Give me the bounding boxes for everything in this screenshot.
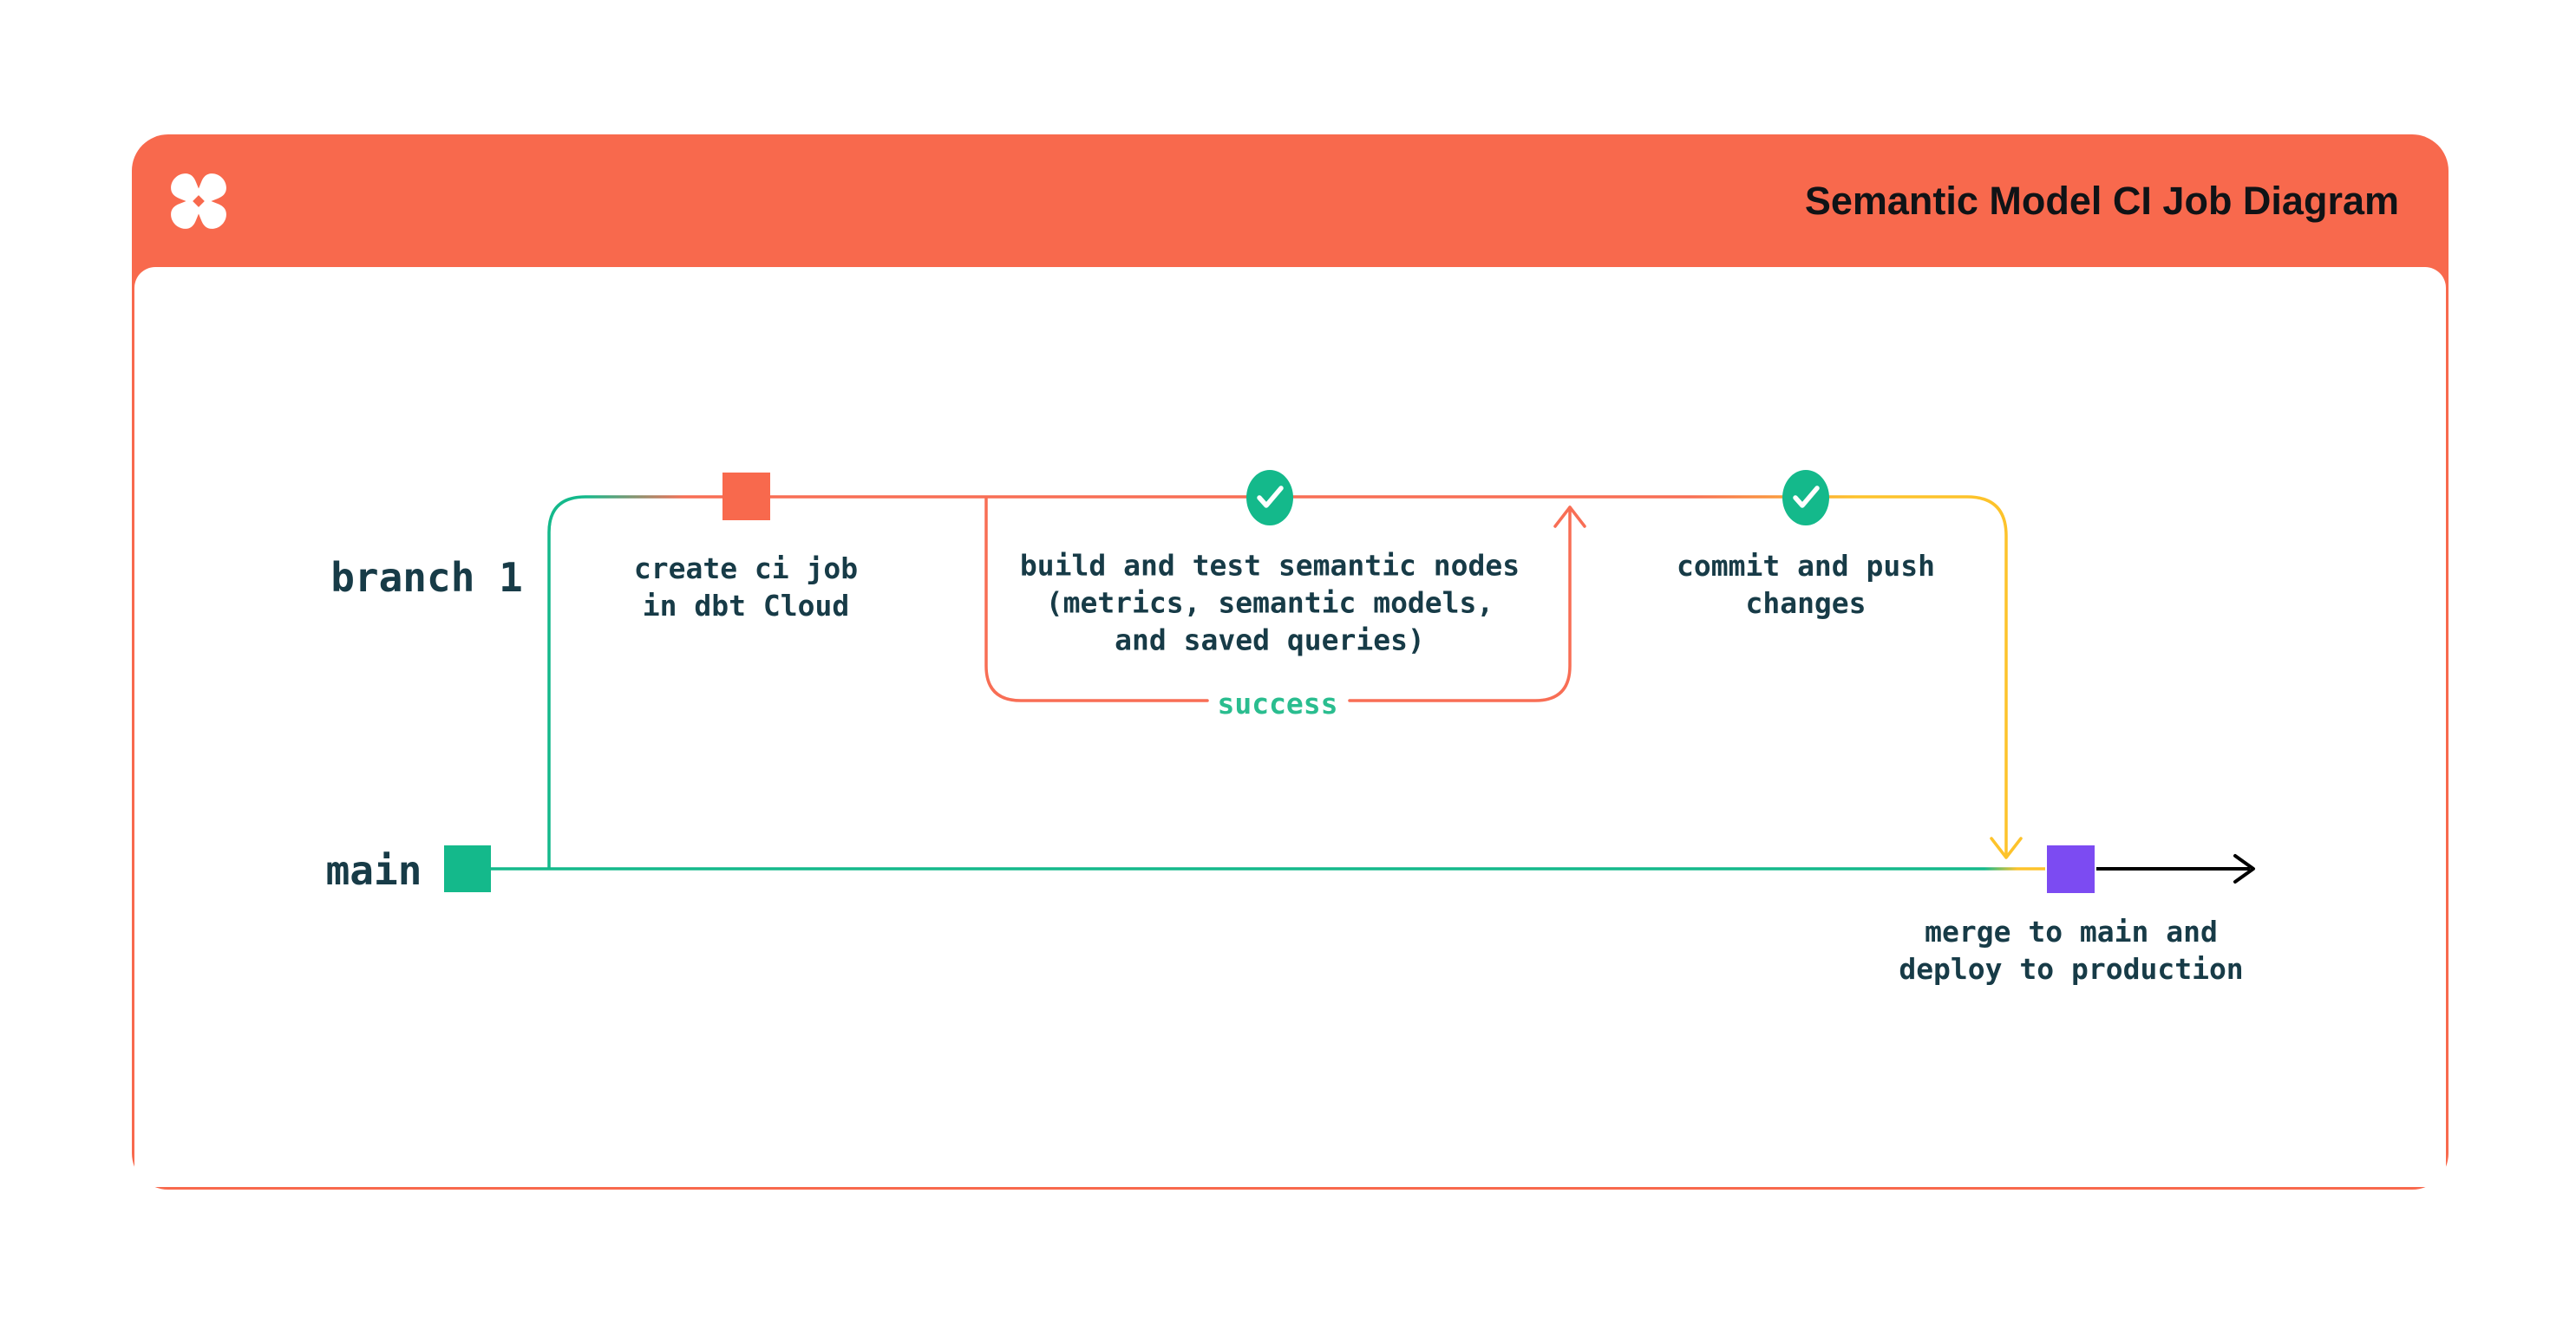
node-label-merge-and-deploy: merge to main and deploy to production [1899, 915, 2244, 986]
success-loop-label: success [1217, 687, 1338, 721]
node-label-build-and-test: build and test semantic nodes (metrics, … [1019, 548, 1520, 657]
diagram-card: Semantic Model CI Job Diagram [132, 134, 2449, 1190]
card-header: Semantic Model CI Job Diagram [132, 134, 2449, 267]
node-label-create-ci-job: create ci job in dbt Cloud [633, 551, 859, 623]
node-label-commit-and-push: commit and push changes [1676, 549, 1936, 620]
dbt-logo-icon [171, 173, 226, 229]
card-body [134, 267, 2446, 1187]
page-title: Semantic Model CI Job Diagram [1804, 178, 2399, 223]
branch-label: branch 1 [330, 554, 523, 601]
main-label: main [325, 847, 422, 894]
